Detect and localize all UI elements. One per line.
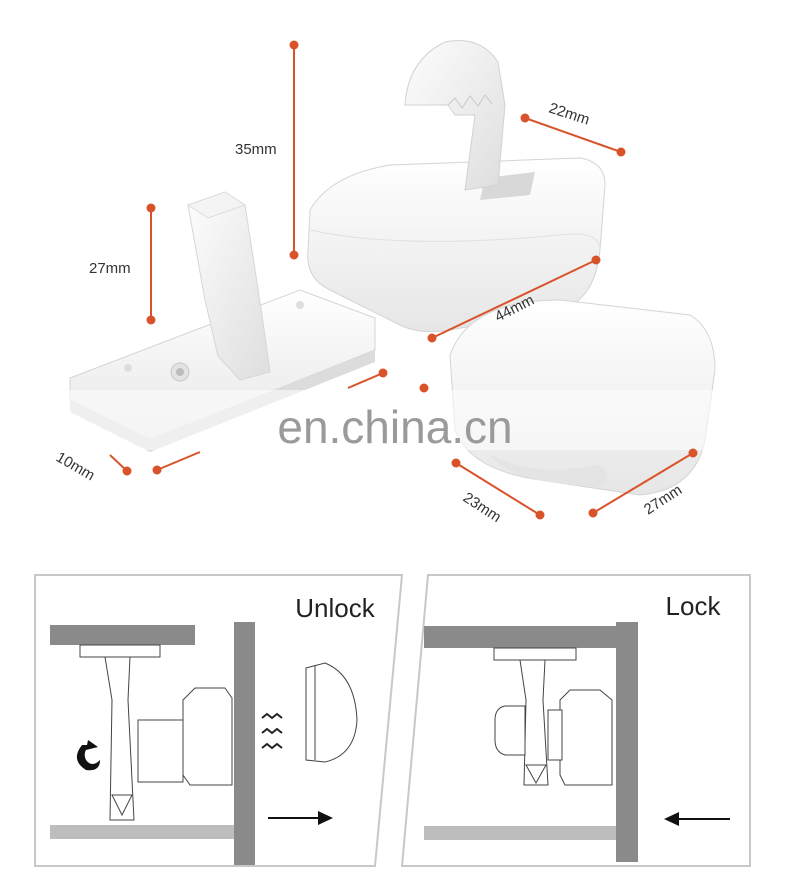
watermark-text: en.china.cn xyxy=(277,401,512,453)
dim-cap-depth: 23mm xyxy=(460,489,504,526)
unlock-label: Unlock xyxy=(295,593,375,623)
dim-latch-height: 27mm xyxy=(89,260,131,277)
unlock-panel xyxy=(34,574,404,867)
dimension-lines xyxy=(109,40,698,520)
dim-base-width: 10mm xyxy=(53,449,98,485)
latch-post xyxy=(186,191,271,381)
lock-label: Lock xyxy=(666,591,722,621)
lock-hook xyxy=(404,40,506,191)
lock-body xyxy=(307,157,606,333)
dim-hook-width: 22mm xyxy=(547,100,592,129)
lock-panel xyxy=(400,574,751,867)
dim-hook-height: 35mm xyxy=(235,141,277,158)
watermark-band xyxy=(0,390,790,450)
